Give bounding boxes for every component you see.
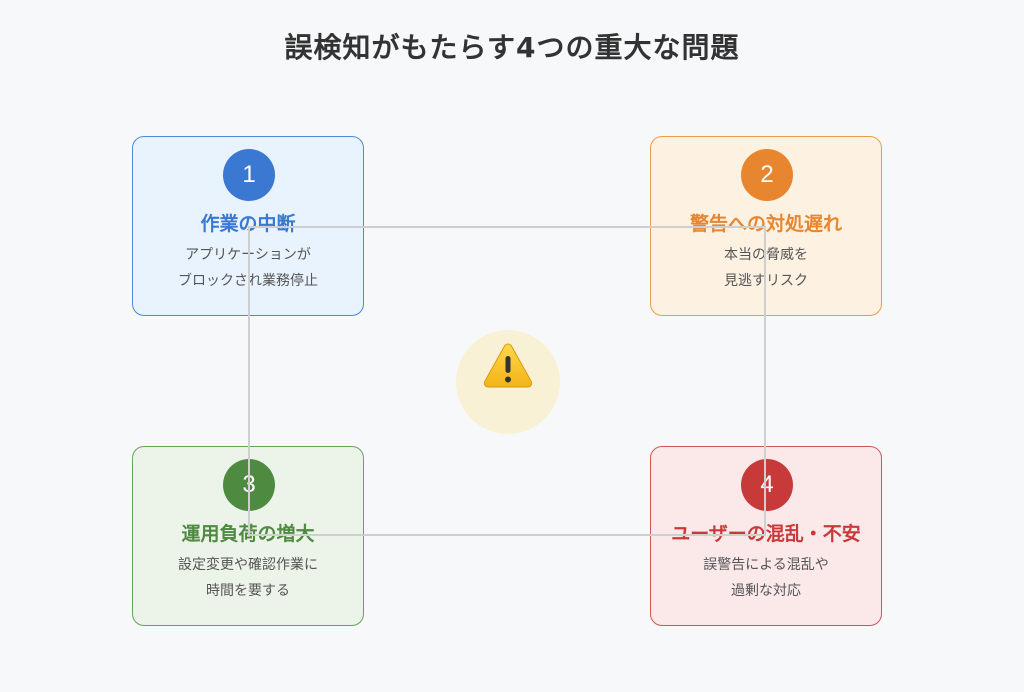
problem-description-line-1: アプリケーションが [185,247,311,263]
problem-description-line-2: 過剰な対応 [731,583,801,599]
warning-icon [483,343,533,388]
problem-title: ユーザーの混乱・不安 [671,523,861,545]
problem-card-2: 2 警告への対処遅れ 本当の脅威を 見逃すリスク [650,136,882,316]
problem-card-4: 4 ユーザーの混乱・不安 誤警告による混乱や 過剰な対応 [650,446,882,626]
problem-title: 警告への対処遅れ [689,213,842,235]
problem-description-line-1: 誤警告による混乱や [703,557,829,573]
problem-card-3: 3 運用負荷の増大 設定変更や確認作業に 時間を要する [132,446,364,626]
problem-description-line-2: 時間を要する [206,583,290,599]
problem-description-line-1: 本当の脅威を [724,247,808,263]
problem-number-badge: 2 [741,149,793,201]
problem-number-badge: 1 [223,149,275,201]
problem-description-line-1: 設定変更や確認作業に [178,557,318,573]
problem-number-badge: 4 [741,459,793,511]
problem-description-line-2: 見逃すリスク [724,273,808,289]
problem-title: 作業の中断 [200,213,296,235]
problem-card-1: 1 作業の中断 アプリケーションが ブロックされ業務停止 [132,136,364,316]
problem-title: 運用負荷の増大 [181,523,315,545]
warning-circle [456,330,560,434]
problem-description-line-2: ブロックされ業務停止 [178,273,318,289]
problem-number-badge: 3 [223,459,275,511]
diagram-title: 誤検知がもたらす4つの重大な問題 [284,31,740,64]
